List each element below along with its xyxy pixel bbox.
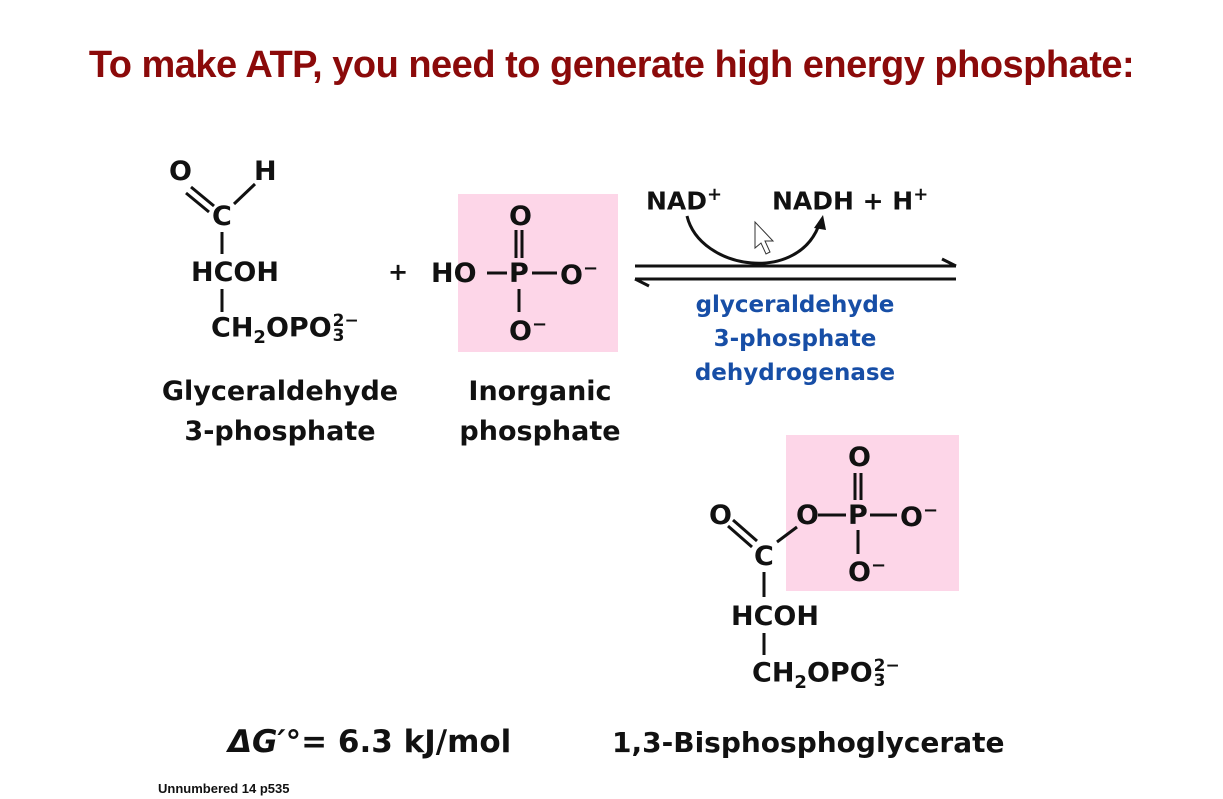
r2-name: Inorganic phosphate: [459, 376, 621, 447]
nad-plus: NAD+: [646, 184, 723, 216]
phosphate-highlight-product: [786, 435, 959, 591]
p-o-bottom: O−: [848, 555, 887, 588]
p-phosphorus: P: [848, 500, 868, 531]
p-carbon: C: [754, 541, 774, 572]
r1-hydrogen: H: [254, 156, 277, 187]
r1-oxygen: O: [169, 156, 192, 187]
r2-phosphorus: P: [509, 258, 529, 289]
p-hcoh: HCOH: [731, 601, 819, 632]
product-name: 1,3-Bisphosphoglycerate: [612, 726, 1005, 759]
p-oxygen-carbonyl: O: [709, 500, 732, 531]
nadh-h-plus: NADH + H+: [772, 184, 929, 216]
r2-ho: HO: [431, 258, 477, 289]
p-o-top: O: [848, 442, 871, 473]
slide-title: To make ATP, you need to generate high e…: [88, 44, 1135, 86]
figure-reference: Unnumbered 14 p535: [158, 781, 290, 796]
r1-name: Glyceraldehyde 3-phosphate: [161, 376, 399, 447]
p-o-right: O−: [900, 500, 939, 533]
r2-o-right: O−: [560, 258, 599, 291]
r2-o-bottom: O−: [509, 314, 548, 347]
enzyme-name: glyceraldehyde 3-phosphate dehydrogenase: [694, 292, 896, 386]
r1-hcoh: HCOH: [191, 257, 279, 288]
r2-o-top: O: [509, 201, 532, 232]
plus-sign: +: [388, 258, 409, 286]
p-o-link: O: [796, 500, 819, 531]
mouse-cursor-icon: [754, 220, 775, 255]
free-energy: ΔG′°= 6.3 kJ/mol: [228, 724, 512, 760]
r1-carbon: C: [212, 201, 232, 232]
